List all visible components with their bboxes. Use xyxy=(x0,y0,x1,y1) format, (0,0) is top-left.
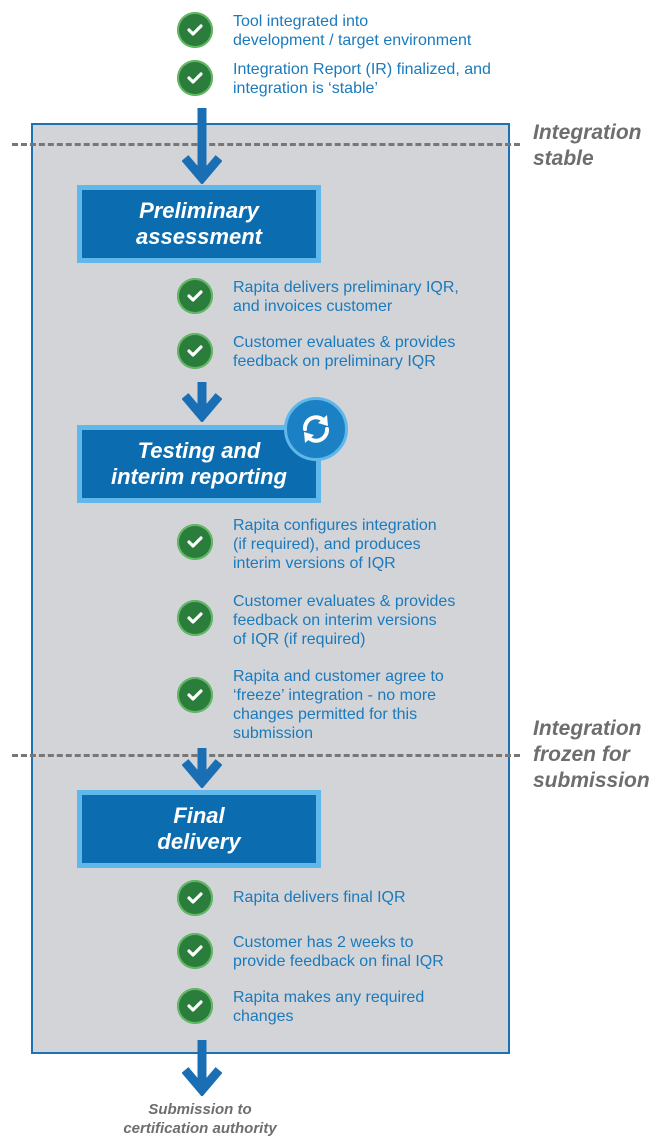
stage-preliminary-assessment: Preliminary assessment xyxy=(77,185,321,263)
item-text: Rapita delivers preliminary IQR, and inv… xyxy=(233,279,459,315)
item-text: Rapita and customer agree to ‘freeze’ in… xyxy=(233,668,444,742)
arrow-down-icon xyxy=(182,108,222,184)
item-text: Integration Report (IR) finalized, and i… xyxy=(233,61,491,97)
item-text: Rapita delivers final IQR xyxy=(233,889,406,906)
check-icon xyxy=(177,12,213,48)
list-item: Integration Report (IR) finalized, and i… xyxy=(177,60,523,98)
list-item: Customer has 2 weeks to provide feedback… xyxy=(177,933,523,971)
arrow-down-icon xyxy=(182,382,222,422)
list-item: Rapita delivers preliminary IQR, and inv… xyxy=(177,278,523,316)
check-icon xyxy=(177,524,213,560)
item-text: Rapita configures integration (if requir… xyxy=(233,517,437,572)
milestone-integration-stable: Integration stable xyxy=(533,121,642,170)
check-icon xyxy=(177,933,213,969)
check-icon xyxy=(177,278,213,314)
list-item: Rapita and customer agree to ‘freeze’ in… xyxy=(177,667,523,743)
list-item: Rapita configures integration (if requir… xyxy=(177,516,523,573)
milestone-integration-frozen: Integration frozen for submission xyxy=(533,717,650,792)
item-text: Tool integrated into development / targe… xyxy=(233,13,472,49)
check-icon xyxy=(177,677,213,713)
item-text: Rapita makes any required changes xyxy=(233,989,425,1025)
arrow-down-icon xyxy=(182,1040,222,1096)
frozen-dashed-line xyxy=(12,754,520,757)
stage-testing-interim-reporting: Testing and interim reporting xyxy=(77,425,321,503)
stable-dashed-line xyxy=(12,143,520,146)
list-item: Customer evaluates & provides feedback o… xyxy=(177,333,523,371)
check-icon xyxy=(177,333,213,369)
stage-final-delivery: Final delivery xyxy=(77,790,321,868)
list-item: Tool integrated into development / targe… xyxy=(177,12,523,50)
refresh-icon xyxy=(284,397,348,461)
item-text: Customer evaluates & provides feedback o… xyxy=(233,334,456,370)
item-text: Customer evaluates & provides feedback o… xyxy=(233,593,456,648)
process-panel xyxy=(31,123,510,1054)
list-item: Customer evaluates & provides feedback o… xyxy=(177,592,523,649)
check-icon xyxy=(177,988,213,1024)
submission-label: Submission to certification authority xyxy=(123,1101,277,1137)
item-text: Customer has 2 weeks to provide feedback… xyxy=(233,934,444,970)
check-icon xyxy=(177,60,213,96)
list-item: Rapita makes any required changes xyxy=(177,988,523,1026)
check-icon xyxy=(177,600,213,636)
list-item: Rapita delivers final IQR xyxy=(177,880,523,916)
check-icon xyxy=(177,880,213,916)
arrow-down-icon xyxy=(182,748,222,788)
